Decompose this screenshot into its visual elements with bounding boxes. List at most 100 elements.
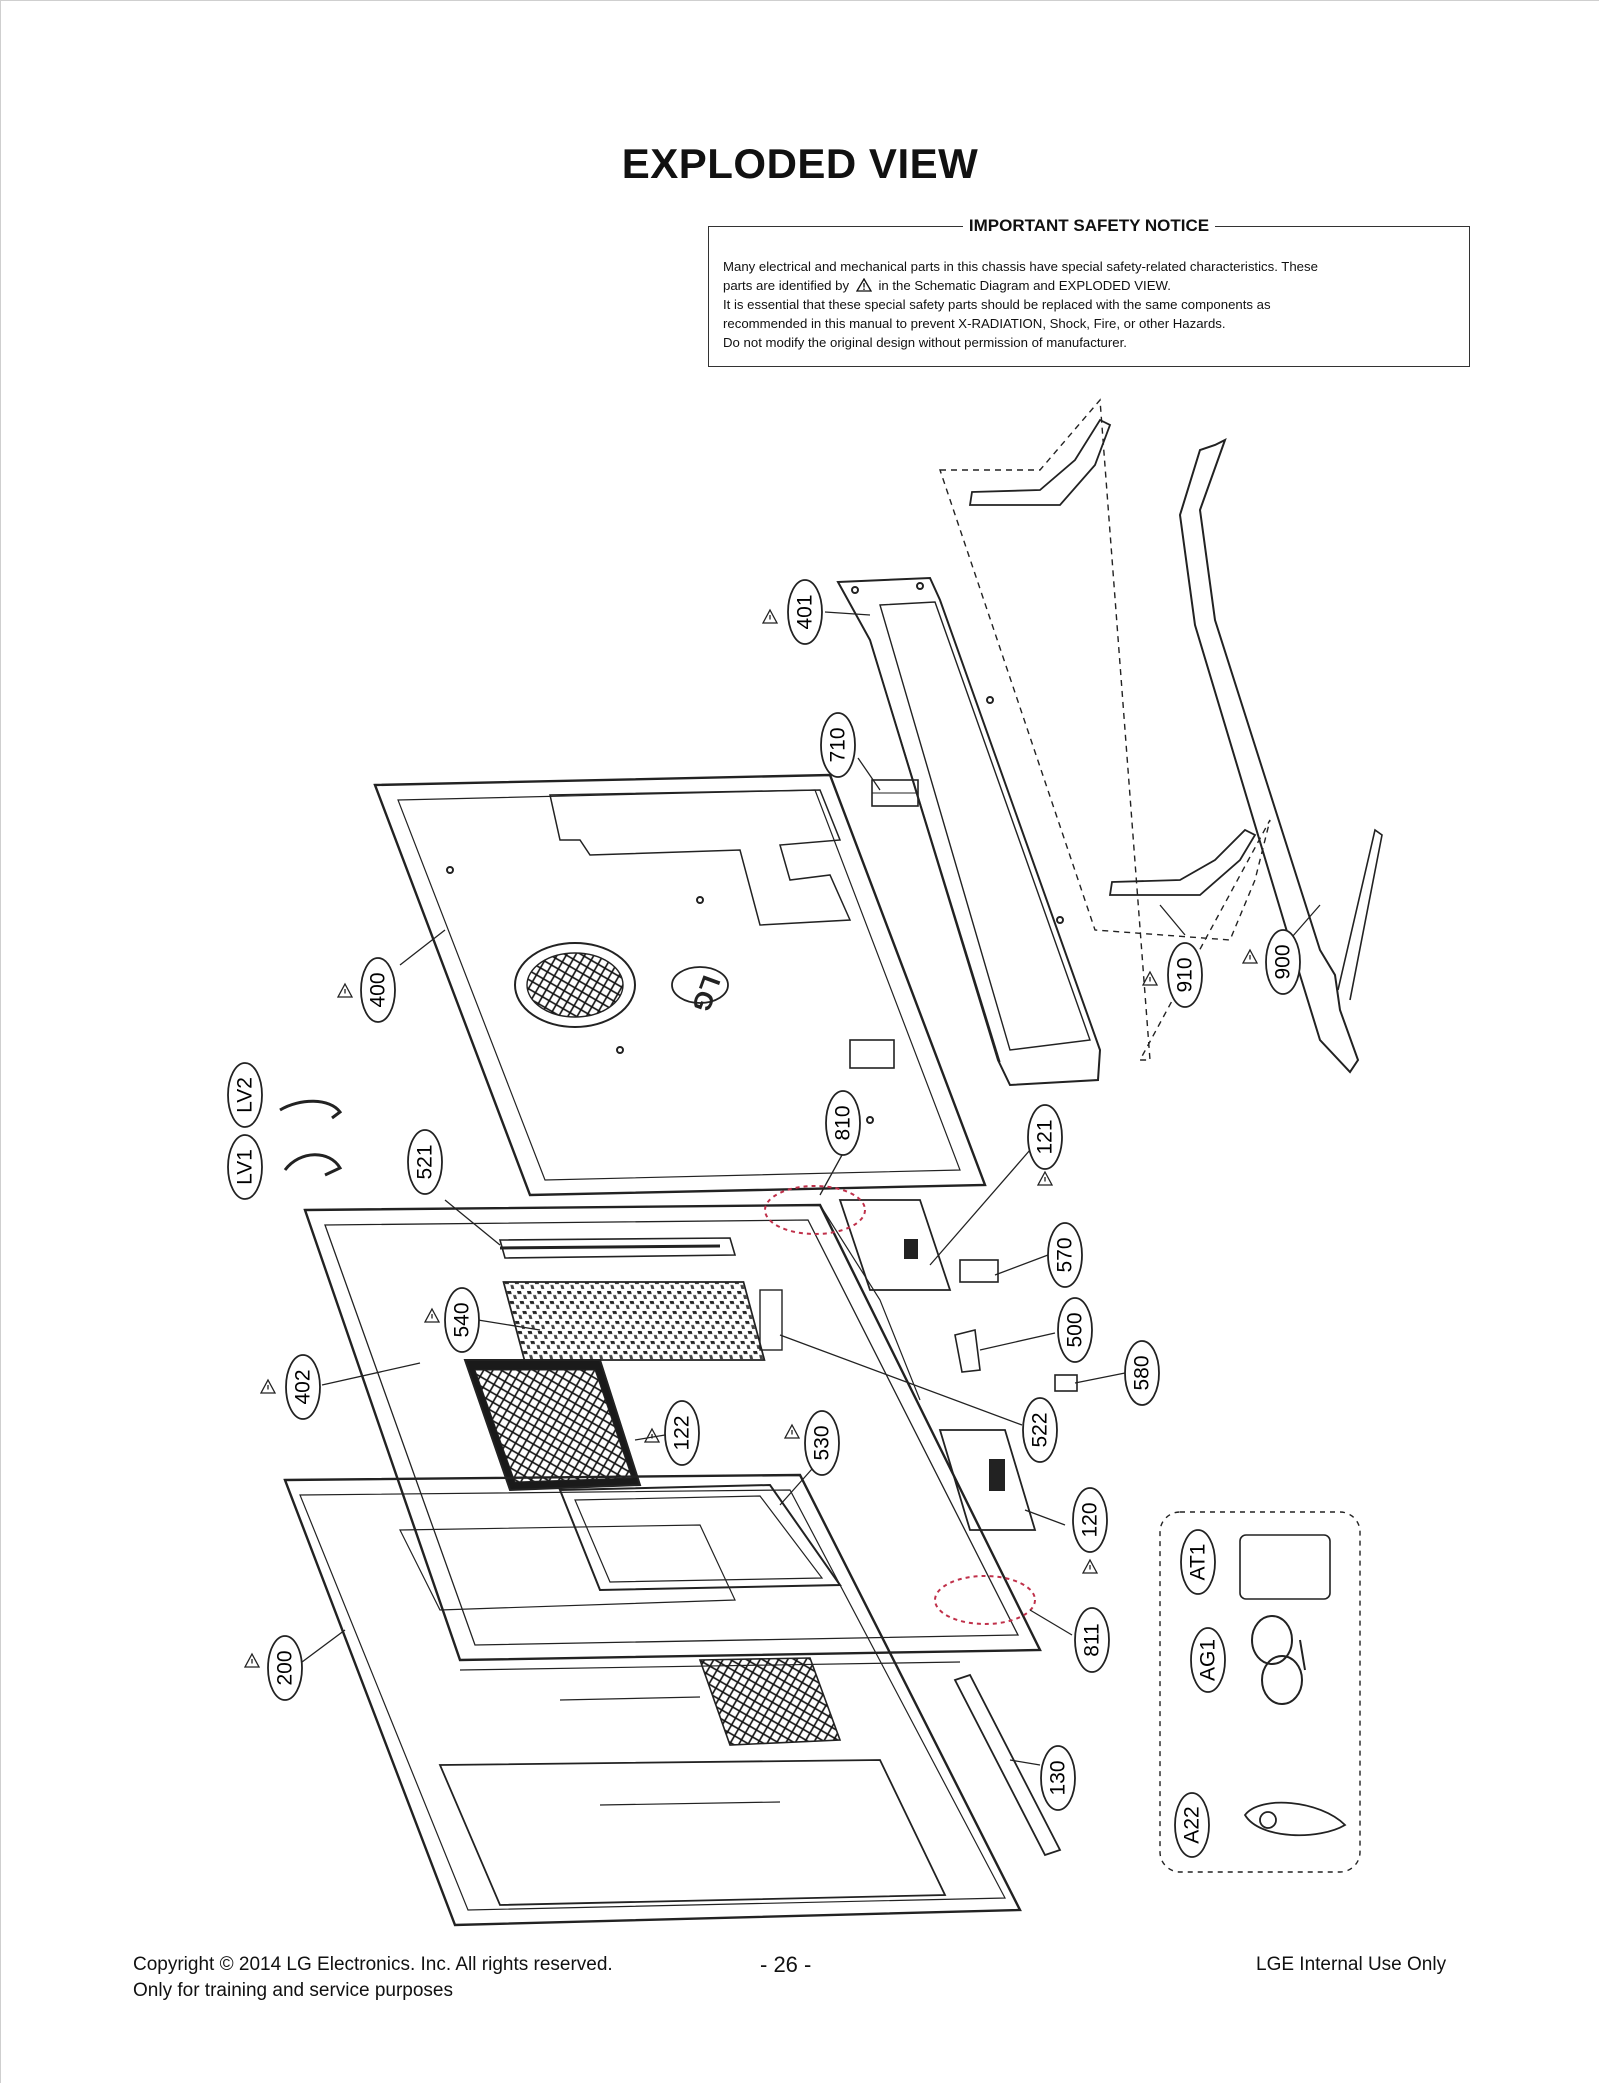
svg-text:900: 900	[1272, 944, 1295, 979]
page-number: - 26 -	[760, 1952, 812, 1977]
part-580-shape	[1054, 1374, 1078, 1392]
footer-internal: LGE Internal Use Only	[1256, 1954, 1447, 1975]
warning-triangle-icon	[1081, 1558, 1099, 1574]
ag1-glasses-shape	[1251, 1615, 1306, 1705]
callout-ag1: AG1	[1190, 1627, 1226, 1693]
safety-warning-markers	[243, 608, 1259, 1668]
warning-triangle-icon	[761, 608, 779, 624]
warning-triangle-icon	[1241, 948, 1259, 964]
board-shield-part	[463, 1359, 642, 1492]
notice-line-1: Many electrical and mechanical parts in …	[723, 259, 1318, 274]
callout-at1: AT1	[1180, 1529, 1216, 1595]
callout-402: 402	[285, 1354, 321, 1420]
callout-400: 400	[360, 957, 396, 1023]
notice-line-2: parts are identified by in the Schematic…	[723, 277, 1171, 293]
svg-text:130: 130	[1047, 1760, 1070, 1795]
highlight-circle-810	[764, 1185, 866, 1235]
svg-text:530: 530	[811, 1425, 834, 1460]
svg-text:580: 580	[1131, 1355, 1154, 1390]
stand-neck-part	[1178, 437, 1383, 1074]
callout-130: 130	[1040, 1745, 1076, 1811]
callout-lv2: LV2	[227, 1062, 263, 1128]
svg-text:122: 122	[671, 1415, 694, 1450]
svg-text:811: 811	[1081, 1623, 1104, 1656]
callout-530: 530	[804, 1410, 840, 1476]
callout-121: 121	[1027, 1104, 1063, 1170]
lcd-module-part	[283, 1473, 1022, 1927]
callout-580: 580	[1124, 1340, 1160, 1406]
highlight-circle-811	[934, 1575, 1036, 1625]
svg-text:810: 810	[832, 1105, 855, 1140]
part-500-shape	[954, 1329, 981, 1373]
back-cover-part	[373, 773, 987, 1197]
footer-left: Copyright © 2014 LG Electronics. Inc. Al…	[133, 1952, 613, 2004]
svg-text:401: 401	[794, 594, 817, 629]
notice-line-5: Do not modify the original design withou…	[723, 335, 1127, 350]
warning-triangle-icon	[336, 982, 354, 998]
lv2-cable-shape	[279, 1099, 343, 1120]
notice-line-3: It is essential that these special safet…	[723, 297, 1271, 312]
accessories-box	[1159, 1511, 1361, 1873]
callout-540: 540	[444, 1287, 480, 1353]
svg-text:521: 521	[414, 1144, 437, 1179]
warning-triangle-icon	[243, 1652, 261, 1668]
svg-text:710: 710	[827, 727, 850, 762]
power-board-part	[558, 1483, 842, 1592]
svg-text:200: 200	[274, 1650, 297, 1685]
part-522-shape	[759, 1289, 783, 1351]
svg-text:121: 121	[1034, 1119, 1057, 1154]
safety-notice-body: Many electrical and mechanical parts in …	[723, 257, 1455, 352]
stand-body-part	[836, 576, 1102, 1087]
warning-triangle-icon	[259, 1378, 277, 1394]
svg-text:120: 120	[1079, 1502, 1102, 1537]
svg-text:A22: A22	[1181, 1806, 1204, 1843]
lv1-cable-shape	[283, 1153, 343, 1177]
callout-522: 522	[1022, 1397, 1058, 1463]
notice-line-4: recommended in this manual to prevent X-…	[723, 316, 1226, 331]
callout-120: 120	[1072, 1487, 1108, 1553]
side-board-120	[938, 1429, 1037, 1531]
callout-900: 900	[1265, 929, 1301, 995]
front-bezel-part	[303, 1203, 1042, 1662]
lg-logo-text: LG	[686, 972, 727, 1016]
svg-text:500: 500	[1064, 1312, 1087, 1347]
warning-triangle-icon	[423, 1307, 441, 1323]
warning-triangle-icon	[1141, 970, 1159, 986]
callout-500: 500	[1057, 1297, 1093, 1363]
callout-710: 710	[820, 712, 856, 778]
part-521-shape	[499, 1244, 721, 1250]
warning-triangle-icon	[855, 277, 872, 292]
stand-bracket-part	[871, 779, 919, 807]
safety-notice-box: IMPORTANT SAFETY NOTICE Many electrical …	[708, 216, 1470, 367]
part-callouts: 401 710 400 910 900 LV2 LV1 521	[227, 579, 1301, 1858]
svg-text:540: 540	[451, 1302, 474, 1337]
svg-text:AT1: AT1	[1187, 1544, 1210, 1581]
warning-triangle-icon	[643, 1427, 661, 1443]
callout-521: 521	[407, 1129, 443, 1195]
footer-purpose: Only for training and service purposes	[133, 1980, 453, 2001]
callout-122: 122	[664, 1400, 700, 1466]
callout-lv1: LV1	[227, 1134, 263, 1200]
svg-text:LV1: LV1	[234, 1149, 257, 1185]
safety-notice-heading: IMPORTANT SAFETY NOTICE	[962, 216, 1216, 235]
stand-legs-part	[939, 398, 1271, 1061]
callout-811: 811	[1074, 1607, 1110, 1673]
part-570-shape	[959, 1259, 999, 1283]
svg-text:LV2: LV2	[234, 1077, 257, 1113]
a22-remote-shape	[1243, 1801, 1347, 1837]
callout-570: 570	[1047, 1222, 1083, 1288]
callout-910: 910	[1167, 942, 1203, 1008]
bottom-bar-part	[953, 1673, 1062, 1857]
footer-copyright: Copyright © 2014 LG Electronics. Inc. Al…	[133, 1954, 613, 1975]
callout-810: 810	[825, 1090, 861, 1156]
callout-200: 200	[267, 1635, 303, 1701]
warning-triangle-icon	[1036, 1170, 1054, 1186]
svg-text:910: 910	[1174, 957, 1197, 992]
svg-text:400: 400	[367, 972, 390, 1007]
svg-text:AG1: AG1	[1197, 1639, 1220, 1681]
page-title: EXPLODED VIEW	[621, 140, 979, 187]
side-board-121	[838, 1199, 952, 1291]
callout-401: 401	[787, 579, 823, 645]
